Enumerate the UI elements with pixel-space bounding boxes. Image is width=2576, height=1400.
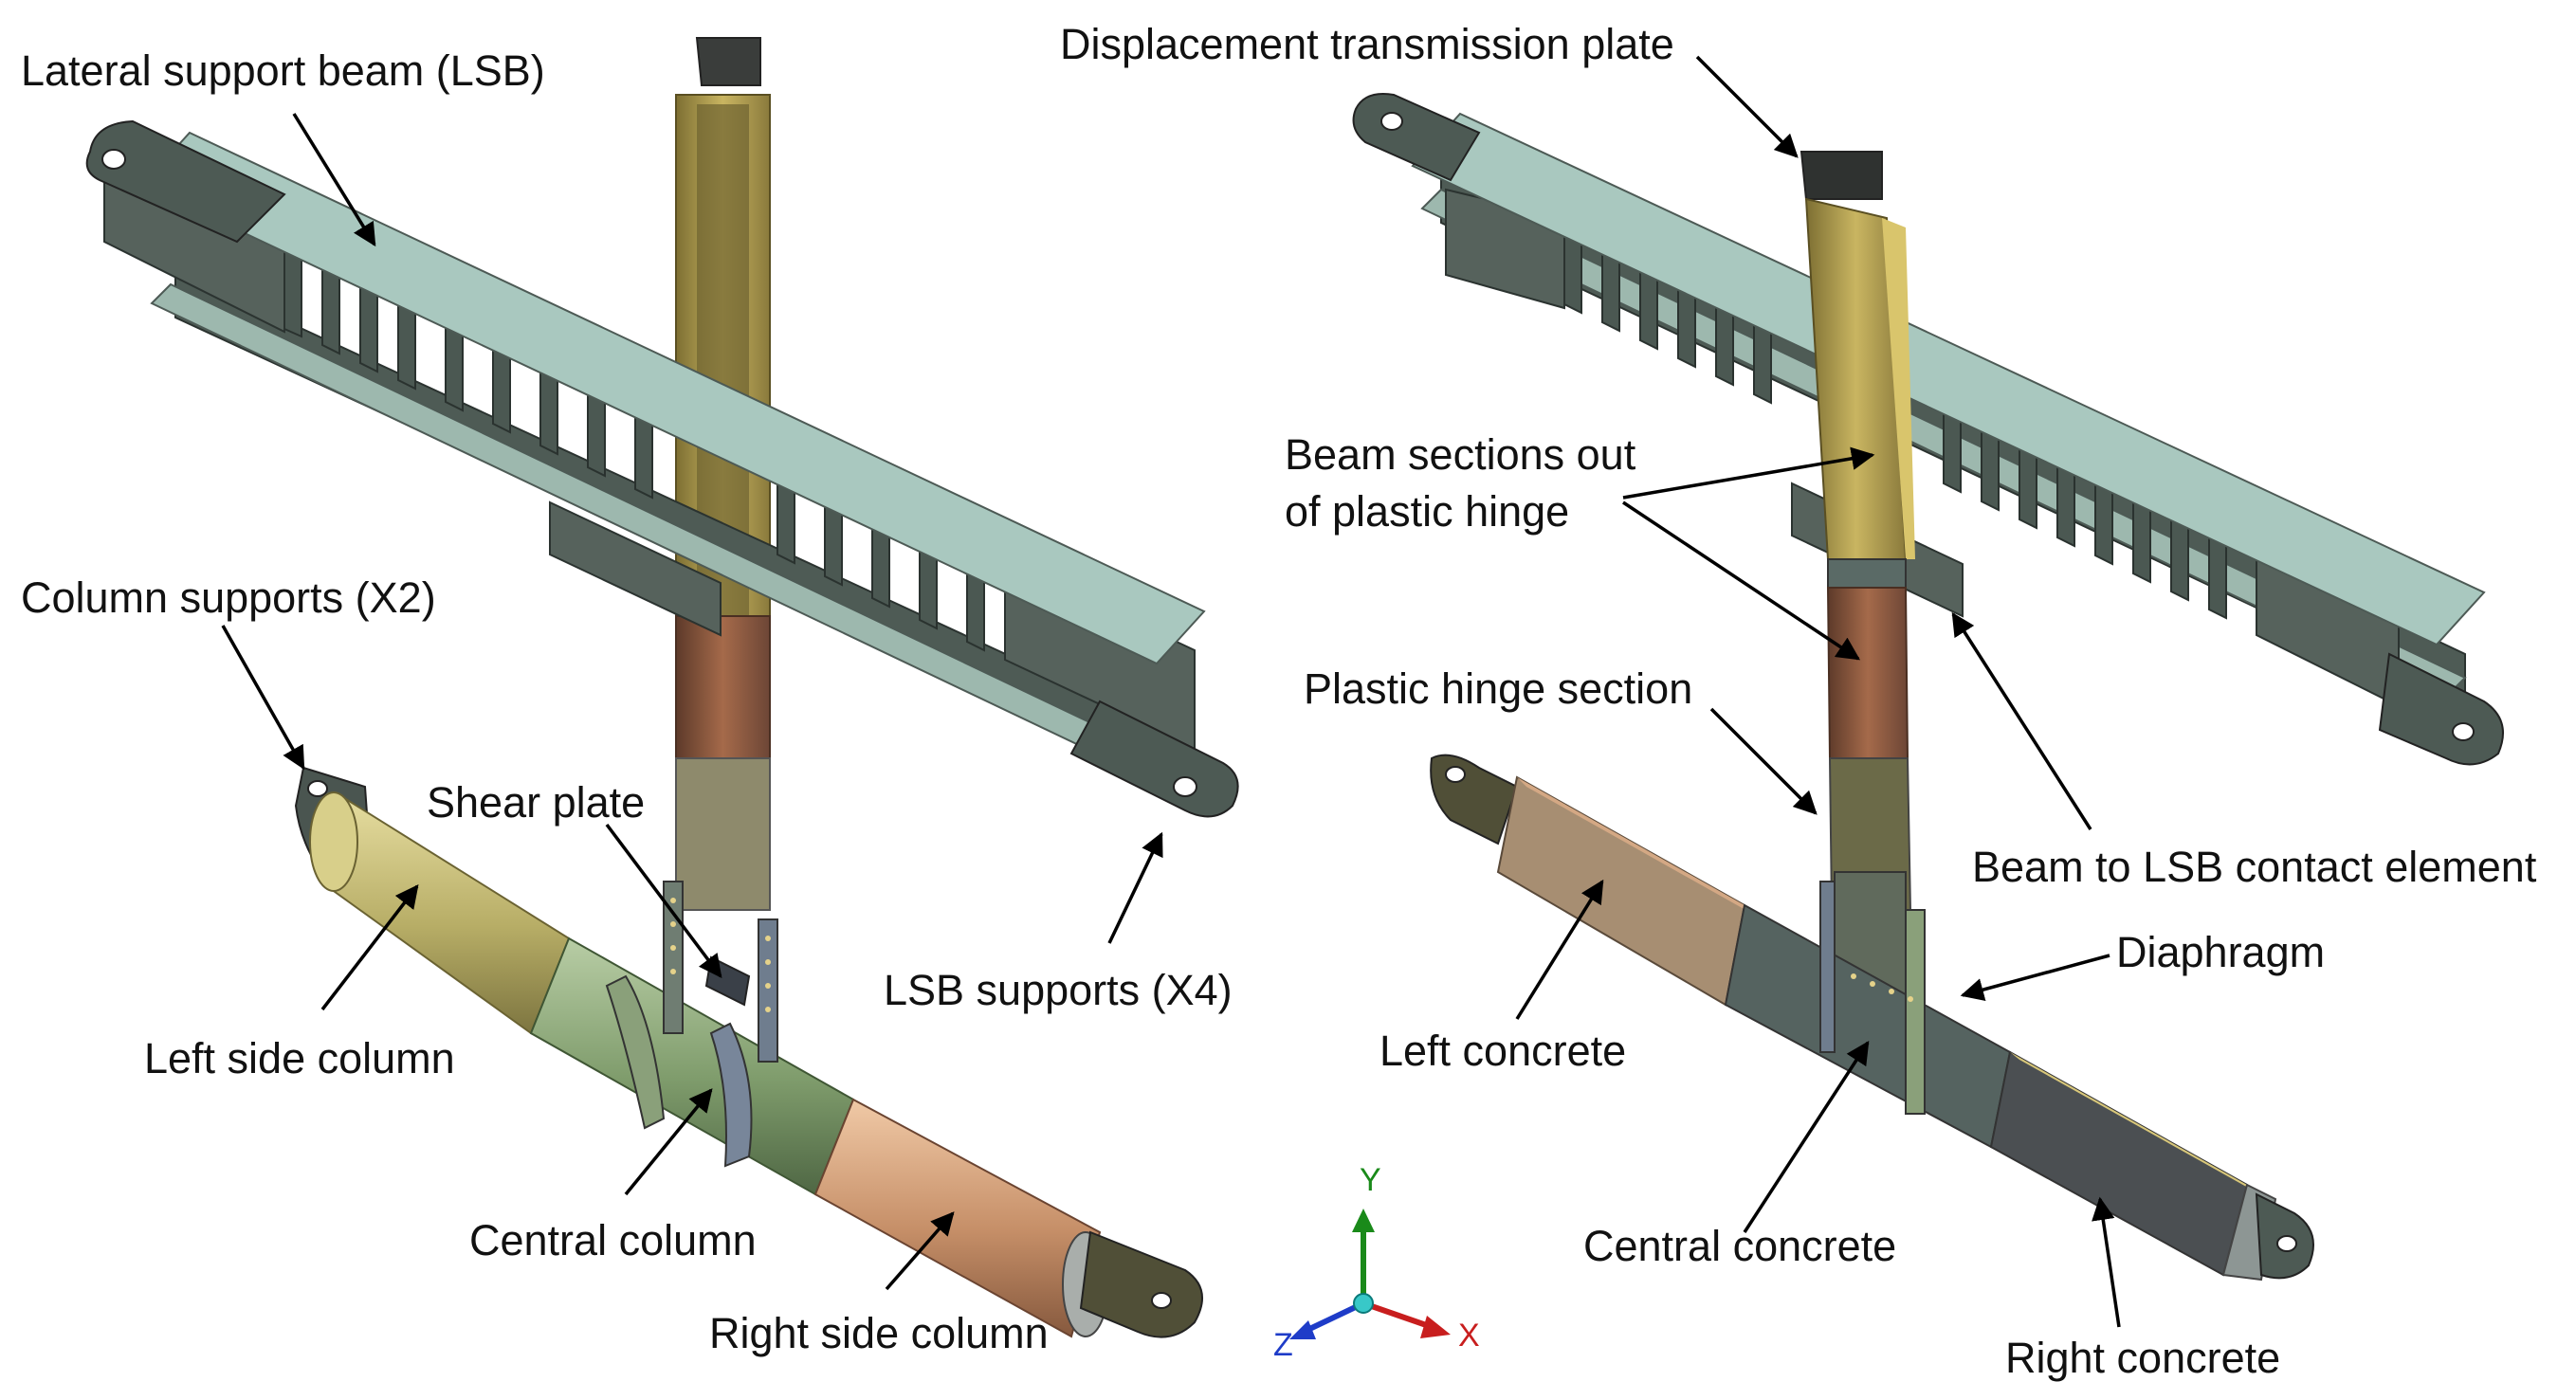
- label-plastic-hinge: Plastic hinge section: [1304, 664, 1693, 713]
- arrow-plastic-hinge: [1709, 707, 1818, 815]
- label-left-side-column: Left side column: [144, 1034, 455, 1082]
- arrow-displacement-plate: [1695, 55, 1799, 158]
- arrow-shear-plate: [605, 823, 722, 978]
- label-left-concrete: Left concrete: [1379, 1027, 1627, 1075]
- x-axis-line: [1362, 1300, 1433, 1330]
- right-model: [1352, 93, 2504, 1282]
- arrow-central-concrete: [1743, 1040, 1870, 1233]
- annotation-arrows: [221, 55, 2121, 1328]
- left-model: [85, 37, 1239, 1338]
- lsb-right: [1352, 93, 2504, 766]
- arrow-column-supports: [221, 625, 305, 771]
- label-right-concrete: Right concrete: [2005, 1334, 2281, 1382]
- vertical-beam-right: [1800, 151, 1915, 1025]
- axis-label-y: Y: [1360, 1162, 1381, 1198]
- label-displacement-plate: Displacement transmission plate: [1060, 20, 1674, 68]
- label-column-supports: Column supports (X2): [21, 573, 436, 622]
- axis-label-x: X: [1458, 1318, 1480, 1354]
- arrow-lsb: [292, 113, 376, 247]
- label-beam-sections-line1: Beam sections out: [1285, 430, 1636, 479]
- arrow-beam-sections-top: [1622, 446, 1875, 500]
- axis-label-z: Z: [1273, 1327, 1293, 1363]
- lateral-support-beam: [85, 119, 1239, 818]
- arrow-left-side-column: [320, 884, 419, 1011]
- arrow-diaphragm: [1960, 954, 2110, 1002]
- arrow-left-concrete: [1515, 879, 1604, 1020]
- label-lsb-supports: LSB supports (X4): [884, 966, 1233, 1014]
- axis-triad: [1289, 1209, 1451, 1339]
- label-shear-plate: Shear plate: [427, 778, 646, 827]
- x-axis-arrow: [1420, 1316, 1451, 1338]
- z-axis-arrow: [1289, 1320, 1316, 1339]
- column-right: [1430, 754, 2314, 1282]
- arrow-right-concrete: [2092, 1196, 2121, 1328]
- arrow-beam-sections-bottom: [1622, 500, 1861, 661]
- y-axis-arrow: [1352, 1209, 1375, 1232]
- arrow-right-side-column: [885, 1211, 955, 1291]
- label-diaphragm: Diaphragm: [2116, 928, 2326, 976]
- arrow-contact-element: [1951, 611, 2092, 830]
- label-lsb: Lateral support beam (LSB): [21, 46, 545, 95]
- label-central-column: Central column: [469, 1216, 757, 1264]
- column-left: [294, 766, 1203, 1338]
- label-beam-sections-line2: of plastic hinge: [1285, 487, 1570, 536]
- z-axis-line: [1302, 1300, 1365, 1335]
- arrow-central-column: [624, 1088, 713, 1196]
- arrow-lsb-supports: [1107, 831, 1163, 944]
- label-central-concrete: Central concrete: [1583, 1222, 1897, 1270]
- label-contact-element: Beam to LSB contact element: [1972, 843, 2537, 891]
- axis-origin: [1353, 1293, 1374, 1314]
- label-right-side-column: Right side column: [709, 1309, 1049, 1357]
